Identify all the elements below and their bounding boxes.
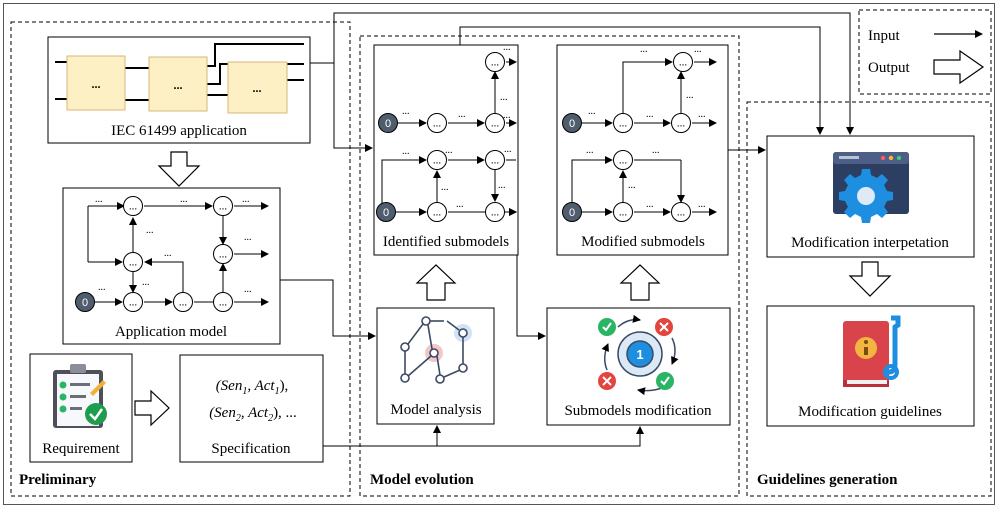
svg-text:0: 0 xyxy=(82,297,88,309)
svg-text:...: ... xyxy=(628,180,636,191)
svg-text:...: ... xyxy=(164,248,172,259)
output-arrow-to-guidelines xyxy=(848,261,892,297)
evolution-label: Model evolution xyxy=(370,472,474,488)
svg-text:...: ... xyxy=(92,77,101,91)
function-block-2 xyxy=(148,56,208,112)
svg-text:...: ... xyxy=(698,109,706,120)
network-analysis-icon xyxy=(400,316,472,384)
browser-settings-icon xyxy=(833,152,909,223)
svg-text:1: 1 xyxy=(636,347,643,362)
modified-submodels-box: 0 0 ... ... ... ... ... ... ... ... ... … xyxy=(556,44,729,256)
specification-title: Specification xyxy=(211,441,291,457)
guidelines-box: Modification guidelines xyxy=(766,305,975,427)
svg-text:...: ... xyxy=(694,44,702,55)
svg-text:...: ... xyxy=(174,78,183,92)
svg-text:...: ... xyxy=(698,199,706,210)
svg-text:...: ... xyxy=(498,180,506,191)
submodels-modification-box: 1 Submodels modification xyxy=(546,307,731,426)
spec-pair-1: (Sen1, Act1), xyxy=(216,378,289,397)
svg-text:...: ... xyxy=(586,145,594,156)
app-model-title: Application model xyxy=(115,324,227,340)
requirement-title: Requirement xyxy=(42,441,120,457)
guidelines-region xyxy=(746,101,992,497)
legend-box xyxy=(858,9,992,95)
svg-text:...: ... xyxy=(146,225,154,236)
svg-text:...: ... xyxy=(652,145,660,156)
svg-text:...: ... xyxy=(504,144,512,155)
evolution-region xyxy=(359,35,740,497)
clipboard-checklist-icon xyxy=(53,364,107,428)
svg-text:...: ... xyxy=(503,42,511,53)
svg-text:...: ... xyxy=(646,109,654,120)
output-arrow-to-spec xyxy=(134,389,170,427)
preliminary-label: Preliminary xyxy=(19,472,97,488)
output-arrow-to-modified xyxy=(619,264,661,301)
model-analysis-title: Model analysis xyxy=(390,402,481,418)
svg-text:...: ... xyxy=(503,110,511,121)
svg-text:...: ... xyxy=(180,194,188,205)
svg-text:...: ... xyxy=(242,194,250,205)
model-analysis-box: Model analysis xyxy=(376,307,495,425)
svg-text:...: ... xyxy=(445,145,453,156)
identified-submodels-box: 0 0 ... ... ... ... ... ... ... ... ... … xyxy=(373,42,519,256)
input-connectors xyxy=(280,12,854,447)
preliminary-region xyxy=(10,21,351,497)
svg-text:...: ... xyxy=(98,282,106,293)
legend-output-label: Output xyxy=(868,60,911,76)
svg-text:...: ... xyxy=(686,90,694,101)
svg-text:...: ... xyxy=(253,81,262,95)
output-arrow-to-app-model xyxy=(157,151,201,187)
requirement-box: Requirement xyxy=(29,353,133,463)
svg-text:...: ... xyxy=(441,182,449,193)
specification-box: (Sen1, Act1), (Sen2, Act2), ... Specific… xyxy=(179,354,324,463)
submodels-modification-title: Submodels modification xyxy=(564,403,712,419)
interpretation-box: Modification interpetation xyxy=(766,135,975,258)
modified-title: Modified submodels xyxy=(581,234,705,250)
svg-text:0: 0 xyxy=(569,118,575,130)
svg-text:...: ... xyxy=(402,146,410,157)
guidelines-label: Guidelines generation xyxy=(757,472,898,488)
guidelines-title: Modification guidelines xyxy=(798,404,942,420)
svg-text:...: ... xyxy=(244,284,252,295)
svg-text:0: 0 xyxy=(383,207,389,219)
iec-title: IEC 61499 application xyxy=(111,123,247,139)
outer-frame xyxy=(3,3,995,505)
gear-cycle-icon: 1 xyxy=(598,314,679,396)
svg-text:...: ... xyxy=(142,277,150,288)
legend-output-arrow xyxy=(933,49,985,85)
svg-text:0: 0 xyxy=(385,118,391,130)
interpretation-title: Modification interpetation xyxy=(791,235,949,251)
svg-text:...: ... xyxy=(640,44,648,55)
function-block-1 xyxy=(66,55,126,111)
svg-text:...: ... xyxy=(646,199,654,210)
output-arrow-to-identified xyxy=(415,264,457,301)
application-model-box: 0 ... ... ... ... ... ... ... ... ... Ap… xyxy=(62,187,281,345)
spec-pair-2: (Sen2, Act2), ... xyxy=(209,405,297,424)
svg-text:...: ... xyxy=(456,199,464,210)
function-block-3 xyxy=(227,61,288,114)
iec-application-box: ... ... ... IEC 61499 application xyxy=(47,36,311,144)
identified-title: Identified submodels xyxy=(383,234,509,250)
svg-text:...: ... xyxy=(588,106,596,117)
svg-text:0: 0 xyxy=(569,207,575,219)
svg-text:...: ... xyxy=(402,106,410,117)
svg-text:...: ... xyxy=(95,194,103,205)
book-wrench-icon xyxy=(843,315,901,387)
svg-text:...: ... xyxy=(244,232,252,243)
svg-text:...: ... xyxy=(500,92,508,103)
legend-input-label: Input xyxy=(868,28,900,44)
svg-text:...: ... xyxy=(458,109,466,120)
